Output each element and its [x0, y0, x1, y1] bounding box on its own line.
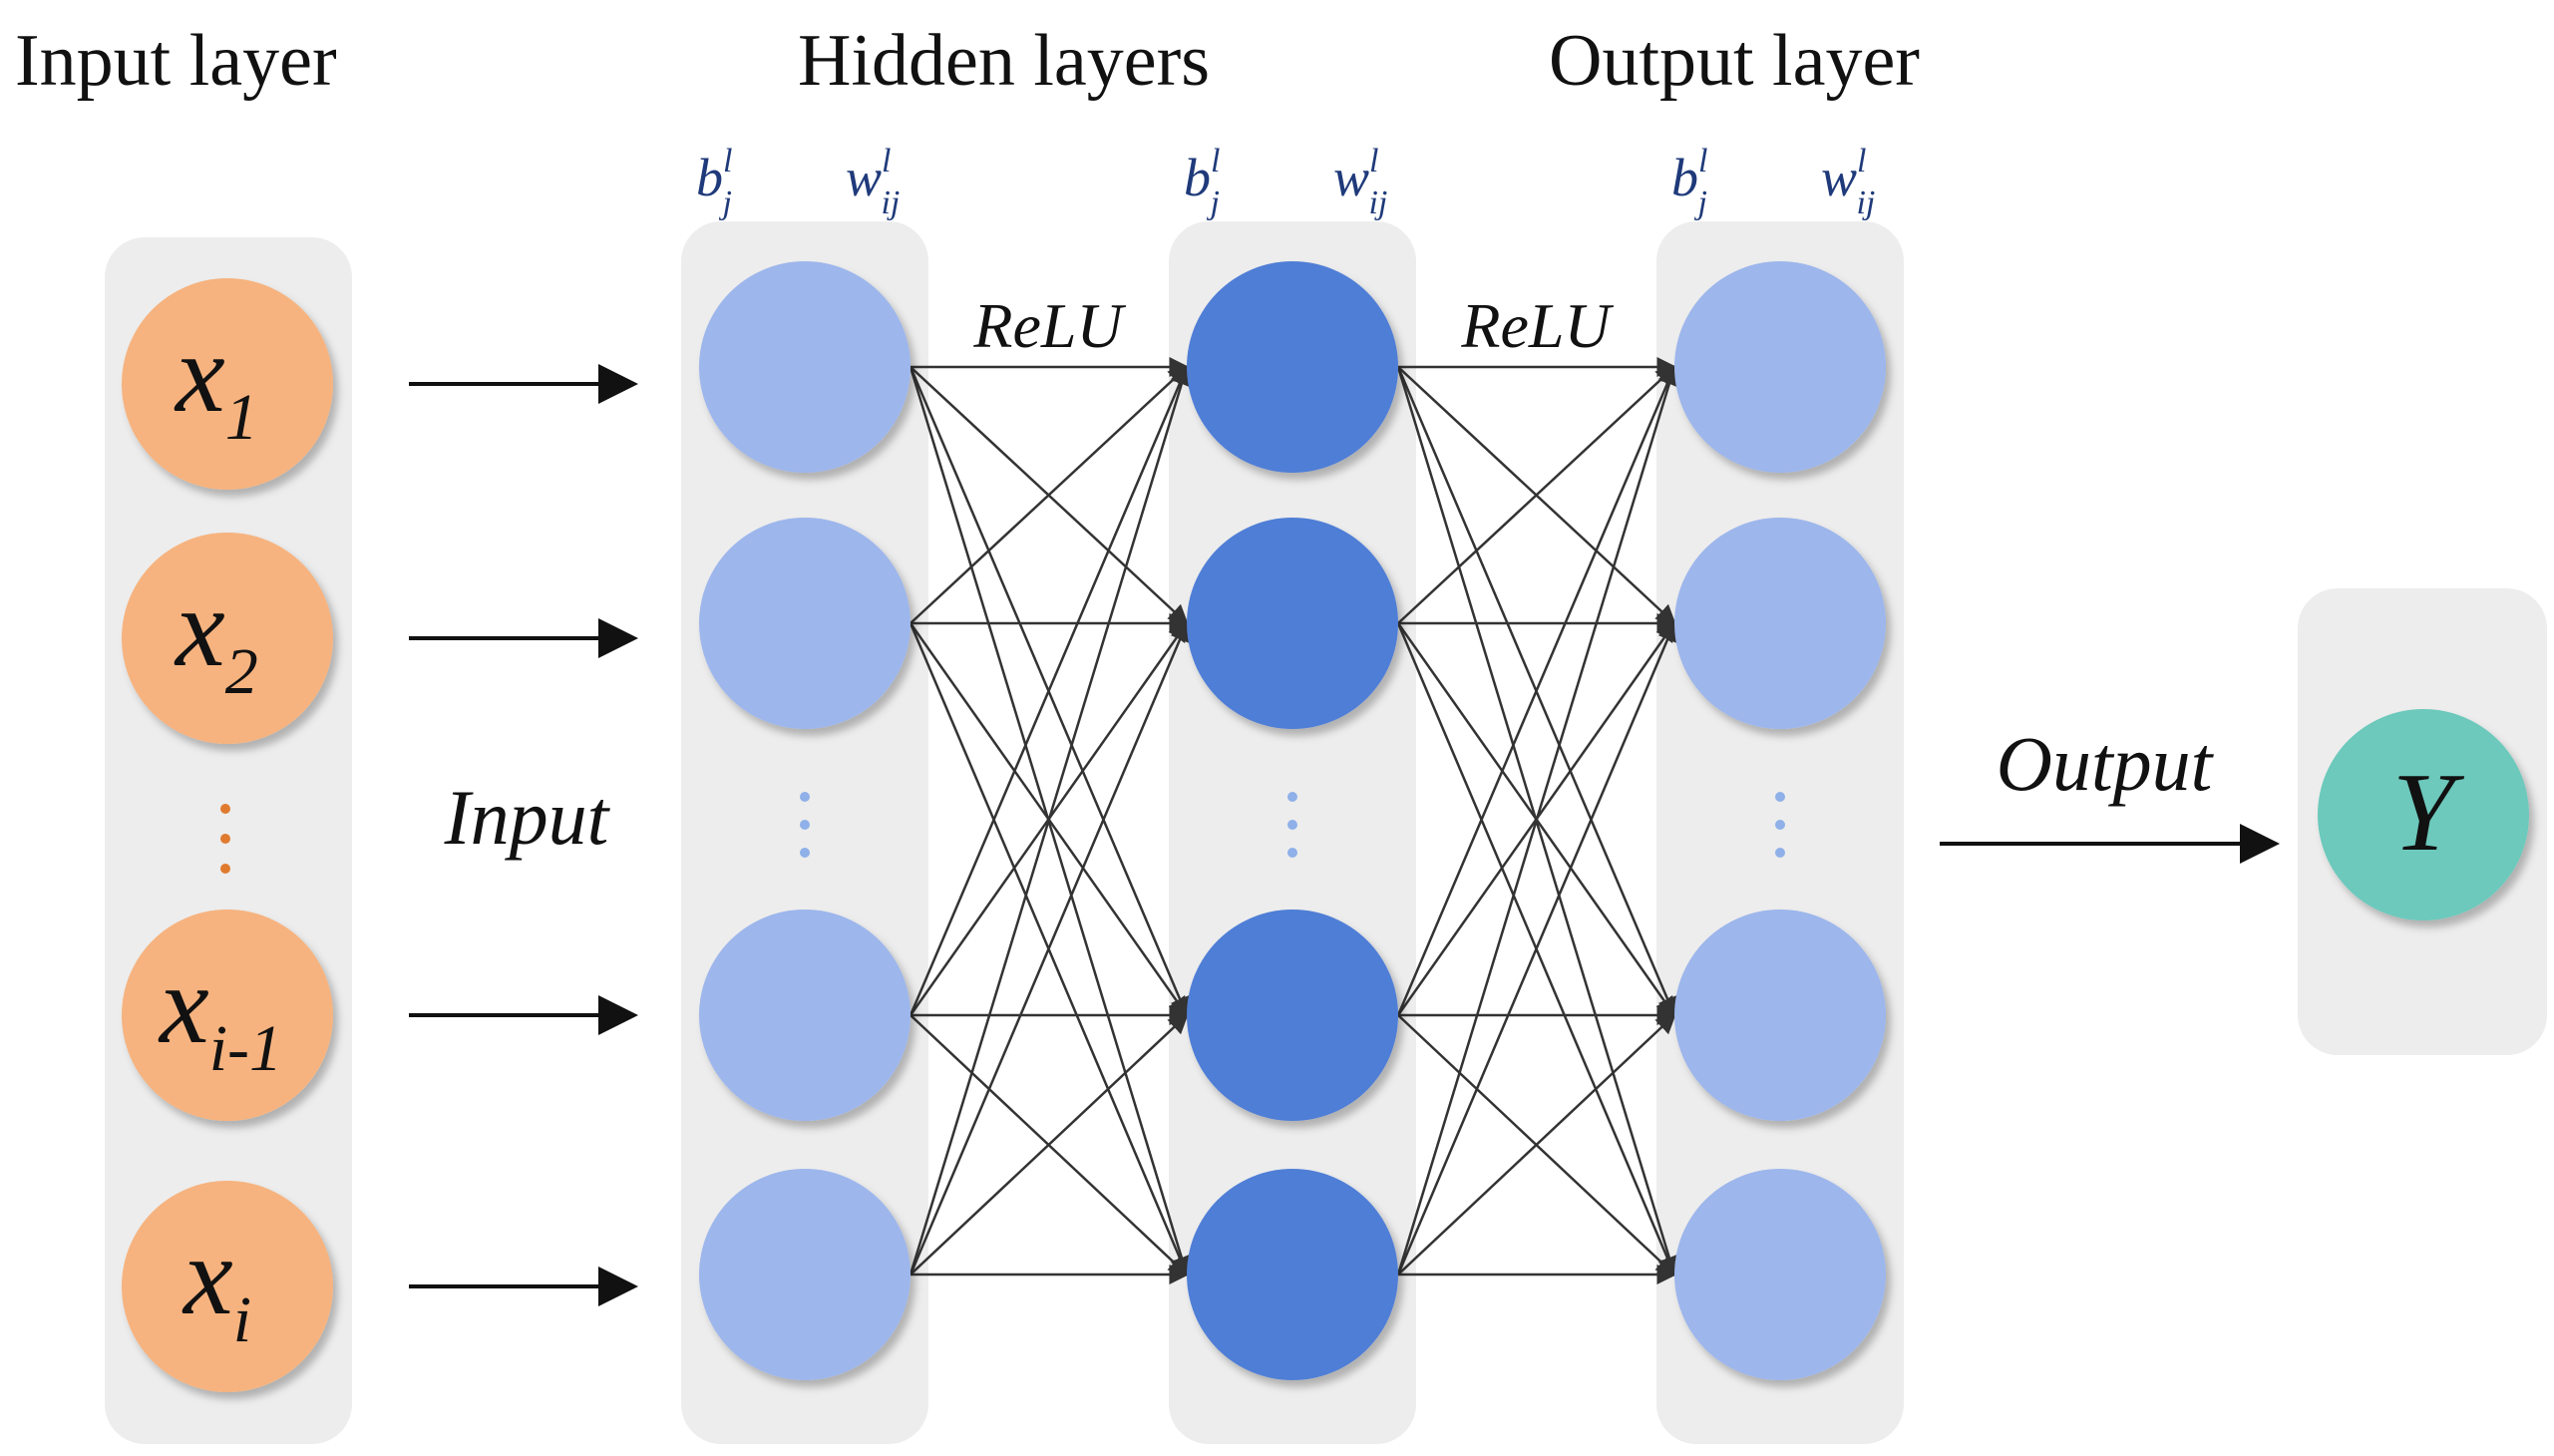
- activation-label-1: ReLU: [972, 290, 1126, 361]
- final-output-node: [2318, 709, 2529, 920]
- hidden-layer-1-nodes: [699, 261, 911, 1380]
- connection-1-3-1: [909, 364, 1190, 1016]
- output-ellipsis-dots: [1775, 792, 1785, 858]
- connection-1-2-1: [910, 365, 1189, 624]
- input-label-xi: xi: [182, 1215, 251, 1356]
- hidden-layer-1-panel: [681, 221, 928, 1444]
- hidden-layer-2-panel: [1169, 221, 1416, 1444]
- hidden-1-node-2: [699, 518, 911, 729]
- input-label-x1: x1: [174, 312, 258, 454]
- output-layer-node-3: [1674, 910, 1886, 1121]
- output-layer-panel: [1656, 221, 1904, 1444]
- activation-label-2: ReLU: [1460, 290, 1614, 361]
- connection-2-4-2: [1396, 620, 1677, 1275]
- output-layer-node-2: [1674, 518, 1886, 729]
- connection-1-4-2: [909, 620, 1190, 1275]
- input-node-x2: [122, 533, 333, 744]
- hidden-layer-2-nodes: [1187, 261, 1398, 1380]
- hidden-1-node-4: [699, 1169, 911, 1380]
- hidden-layers-title: Hidden layers: [798, 20, 1210, 102]
- output-layer-node-1: [1674, 261, 1886, 473]
- hidden-2-node-1: [1187, 261, 1398, 473]
- input-node-xi-1: [122, 910, 333, 1121]
- output-layer-nodes: [1674, 261, 1886, 1380]
- output-layer-node-4: [1674, 1169, 1886, 1380]
- connection-2-4-3: [1397, 1013, 1676, 1275]
- connection-2-3-1: [1396, 364, 1677, 1016]
- layer-connections: [909, 357, 1679, 1284]
- input-ellipsis-dots: [220, 804, 230, 874]
- input-edge-label: Input: [444, 774, 611, 861]
- connection-2-2-1: [1397, 365, 1676, 624]
- hidden-1-node-3: [699, 910, 911, 1121]
- input-layer-title: Input layer: [15, 20, 337, 102]
- connection-1-4-1: [909, 364, 1192, 1275]
- input-node-xi: [122, 1181, 333, 1392]
- connection-1-4-3: [910, 1013, 1189, 1275]
- output-node-label: Y: [2392, 751, 2465, 875]
- input-label-xi-1: xi-1: [158, 943, 282, 1085]
- input-label-x2: x2: [174, 566, 258, 708]
- hidden-2-node-2: [1187, 518, 1398, 729]
- hidden-1-ellipsis-dots: [800, 792, 810, 858]
- hidden-2-node-4: [1187, 1169, 1398, 1380]
- output-layer-title: Output layer: [1549, 20, 1920, 102]
- hidden-2-node-3: [1187, 910, 1398, 1121]
- input-nodes: [122, 278, 333, 1392]
- output-edge-label: Output: [1997, 720, 2215, 807]
- hidden-1-node-1: [699, 261, 911, 473]
- connection-2-4-1: [1396, 364, 1679, 1275]
- input-node-x1: [122, 278, 333, 490]
- hidden-2-ellipsis-dots: [1287, 792, 1297, 858]
